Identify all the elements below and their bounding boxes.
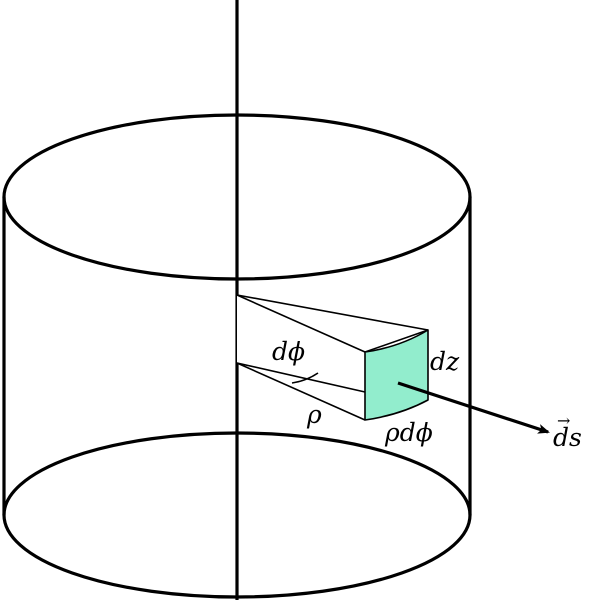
wedge-near-top-edge (364, 329, 429, 353)
label-rho-dphi: ρdϕ (384, 418, 433, 447)
label-dphi: dϕ (272, 337, 305, 366)
label-dz: dz (430, 347, 460, 376)
surface-element-patch (364, 329, 429, 421)
label-ds-vector-hat: → (557, 411, 570, 430)
ds-vector-arrow (397, 381, 550, 434)
label-ds: ds (553, 423, 582, 452)
wedge-lower-edge (236, 362, 366, 421)
wedge-upper-inner-edge (236, 294, 366, 353)
label-rho: ρ (306, 400, 322, 429)
cylinder-bottom-ellipse (2, 431, 472, 599)
dphi-angle-arc (291, 372, 319, 384)
wedge-radius-line (236, 362, 366, 393)
wedge-top-edge (236, 294, 429, 331)
